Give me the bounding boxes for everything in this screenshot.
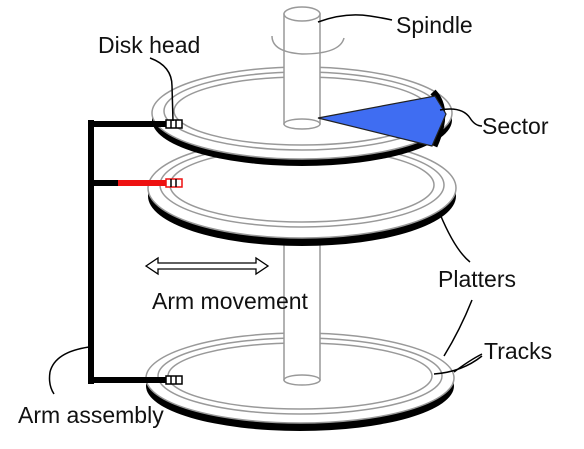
platters-leader-top	[439, 213, 471, 263]
leader-lines	[48, 14, 483, 395]
sector-leader	[439, 108, 483, 127]
spindle-cap	[283, 6, 321, 22]
spindle-ring-arc	[271, 35, 345, 55]
arm-movement-arrow	[144, 256, 270, 276]
disk-head-leader	[149, 57, 174, 122]
spindle-upper-shaft	[283, 13, 321, 125]
arm-assembly	[88, 119, 183, 385]
spindle-base	[283, 374, 321, 386]
middle-platter	[147, 137, 457, 246]
spindle-collar	[283, 118, 321, 130]
disk-head-middle	[165, 178, 183, 188]
label-disk-head: Disk head	[98, 32, 201, 58]
disk-head-bottom	[165, 375, 183, 385]
label-arm-movement: Arm movement	[152, 288, 308, 314]
label-tracks: Tracks	[484, 338, 553, 364]
sector-fill	[317, 95, 447, 147]
spindle-top	[271, 6, 345, 130]
sector-wedge	[317, 89, 447, 148]
tracks-leader-inner	[433, 355, 483, 375]
label-sector: Sector	[482, 113, 549, 139]
disk-head-top	[165, 119, 183, 129]
arm-assembly-leader	[48, 346, 90, 395]
platters-leader-bottom	[443, 299, 473, 357]
label-spindle: Spindle	[396, 12, 473, 38]
label-arm-assembly: Arm assembly	[18, 402, 164, 428]
spindle-leader	[317, 14, 393, 23]
label-platters: Platters	[438, 266, 516, 292]
